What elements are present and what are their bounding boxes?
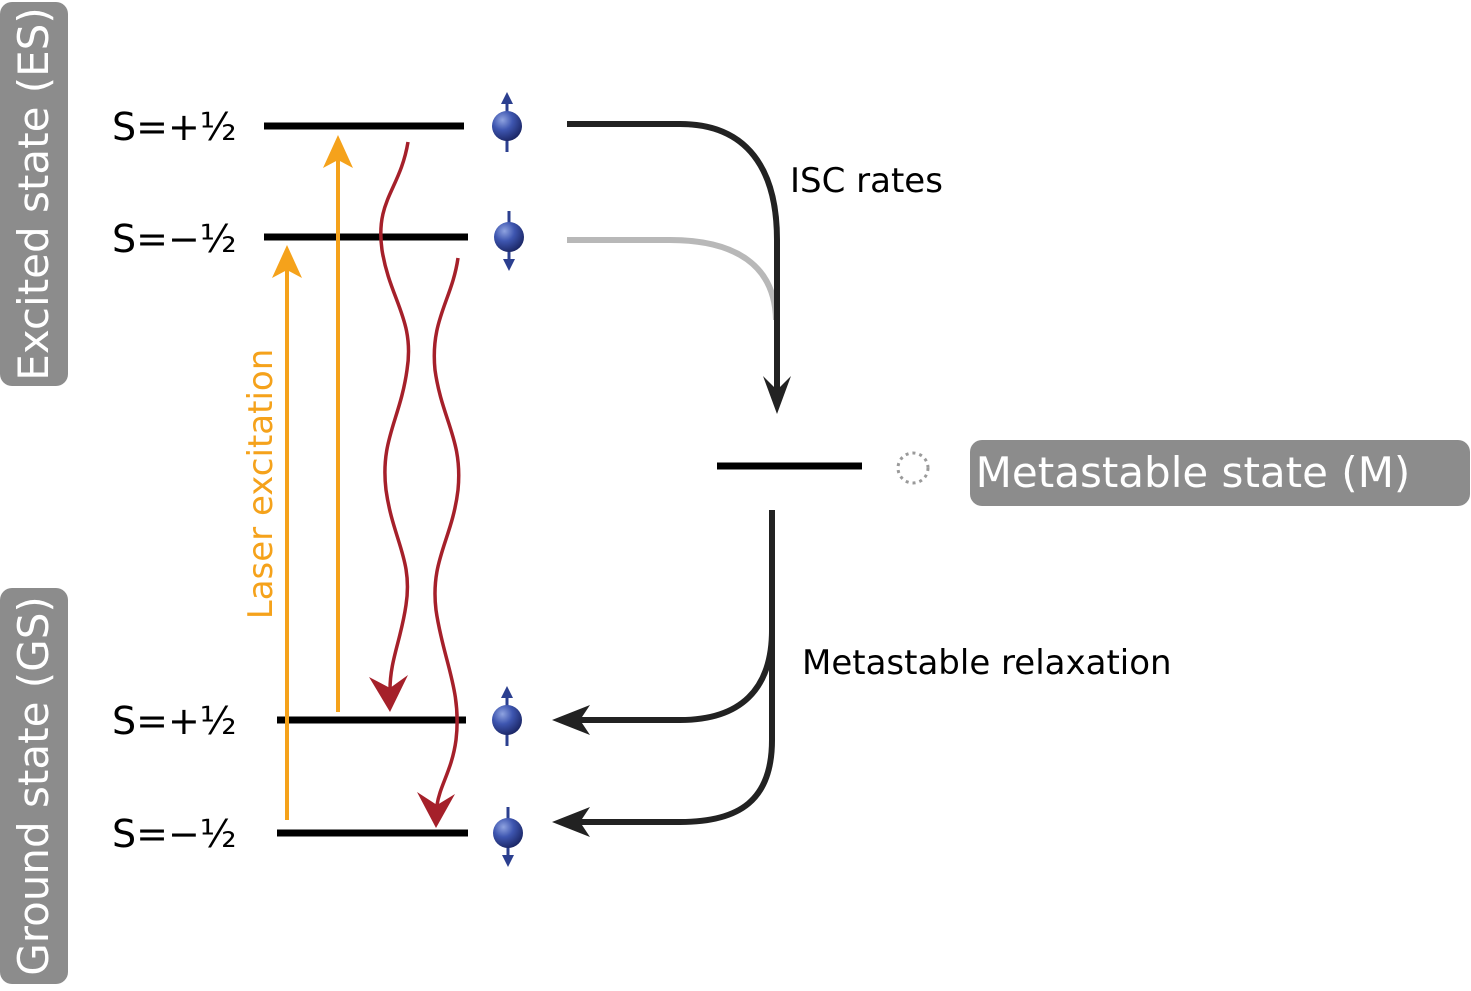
es-lower-level-label: S=−½ (112, 217, 237, 261)
laser-arrow-right (323, 135, 353, 712)
isc-strong-arrow (567, 121, 791, 414)
gs-lower-level-label: S=−½ (112, 812, 237, 856)
empty-state-dotted-circle-icon (896, 451, 930, 485)
emission-arrow-es-upper-to-gs-upper (369, 141, 411, 712)
spin-up-electron-icon (492, 92, 522, 152)
gs-upper-level-label: S=+½ (112, 699, 237, 743)
isc-weak-curve (567, 237, 779, 321)
es-upper-level-label: S=+½ (112, 105, 237, 149)
spin-down-electron-icon (494, 211, 524, 271)
relaxation-arrow-to-gs-upper (552, 629, 775, 735)
emission-arrow-es-lower-to-gs-lower (417, 257, 461, 828)
metastable-relaxation-label: Metastable relaxation (802, 643, 1172, 683)
excited-state-pill: Excited state (ES) (0, 2, 68, 386)
metastable-state-pill: Metastable state (M) (970, 440, 1470, 506)
excited-state-label: Excited state (ES) (9, 7, 58, 380)
relaxation-arrow-to-gs-lower (552, 630, 775, 837)
spin-up-electron-icon (492, 686, 522, 746)
spin-down-electron-icon (493, 807, 523, 867)
laser-excitation-label: Laser excitation (241, 349, 281, 619)
ground-state-pill: Ground state (GS) (0, 588, 68, 984)
isc-rates-label: ISC rates (790, 161, 943, 201)
ground-state-label: Ground state (GS) (9, 596, 58, 976)
metastable-state-label: Metastable state (M) (976, 448, 1411, 497)
laser-arrow-left (272, 245, 302, 820)
